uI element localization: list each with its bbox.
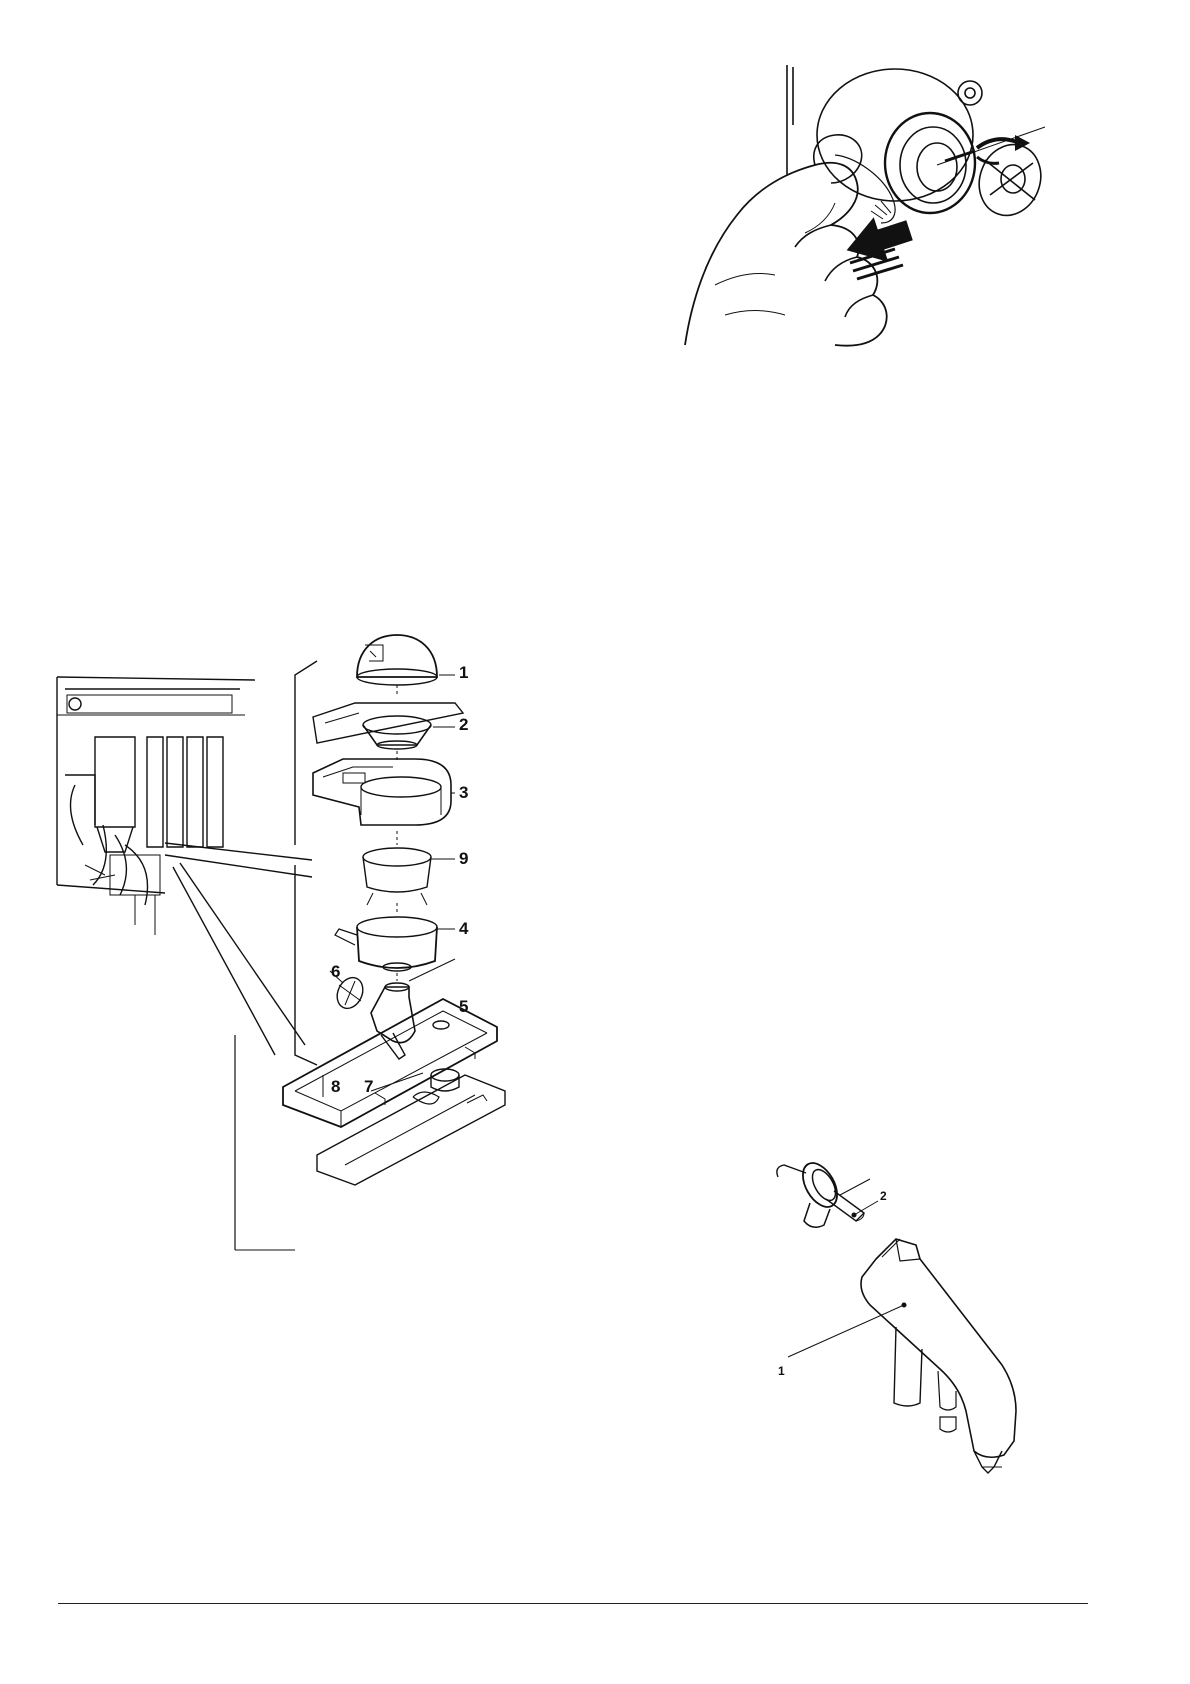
exploded-mixer-assembly-illustration bbox=[55, 635, 555, 1260]
mixer-callout-8: 8 bbox=[331, 1078, 340, 1095]
mixer-callout-4: 4 bbox=[459, 920, 468, 937]
mixer-callout-3: 3 bbox=[459, 784, 468, 801]
hand-filter-removal-figure bbox=[685, 65, 1070, 350]
mixer-callout-7: 7 bbox=[364, 1078, 373, 1095]
mixer-callout-9: 9 bbox=[459, 850, 468, 867]
spout-callout-2: 2 bbox=[880, 1190, 887, 1202]
spout-callout-1: 1 bbox=[778, 1365, 785, 1377]
outlet-spout-illustration bbox=[770, 1155, 1080, 1495]
outlet-spout-figure bbox=[770, 1155, 1080, 1495]
mixer-callout-6: 6 bbox=[331, 963, 340, 980]
mixer-callout-1: 1 bbox=[459, 664, 468, 681]
mixer-exploded-view-figure bbox=[55, 635, 555, 1260]
mixer-callout-5: 5 bbox=[459, 998, 468, 1015]
mixer-callout-2: 2 bbox=[459, 716, 468, 733]
footer-divider bbox=[58, 1603, 1088, 1604]
hand-removing-filter-illustration bbox=[685, 65, 1070, 350]
